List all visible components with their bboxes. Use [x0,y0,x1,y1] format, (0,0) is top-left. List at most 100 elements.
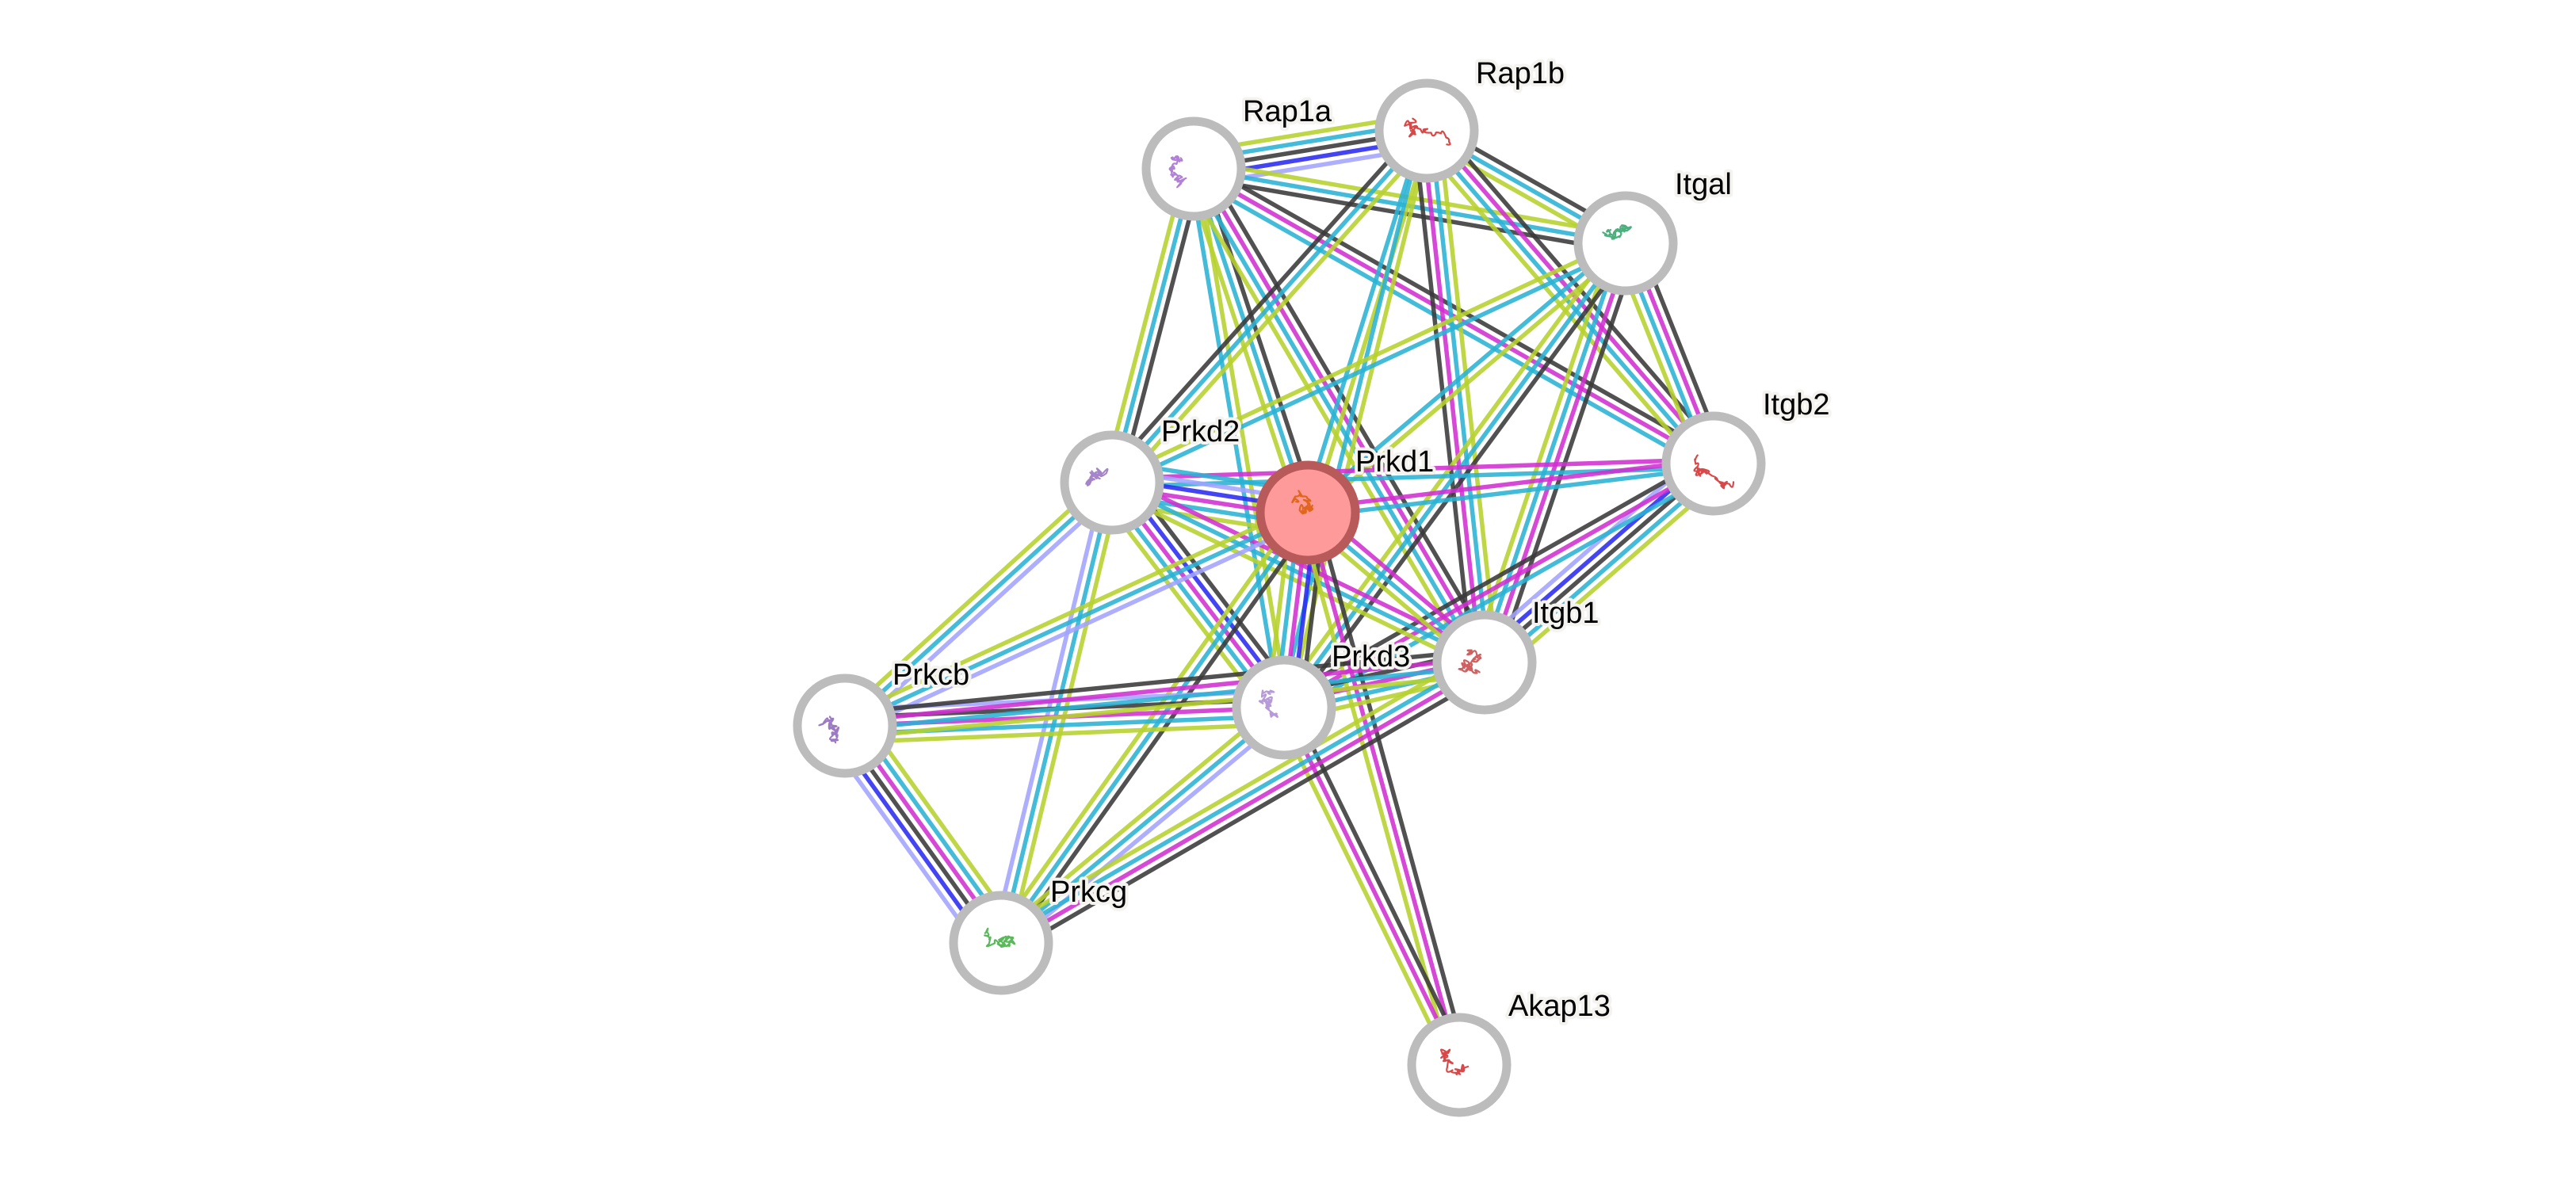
edge-evidence-experiments [1305,512,1462,1066]
protein-structure-icon [1258,689,1278,718]
node-label: Itgb2 [1763,388,1830,422]
edges-layer [826,112,1728,1070]
edge-evidence-coexpression [843,647,1484,716]
edge-evidence-textmining [1436,128,1500,662]
edge-evidence-database [1113,245,1629,489]
node-label: Prkd3 [1332,640,1410,674]
node-itgb2[interactable]: Itgb2 [1661,385,1833,516]
edge-evidence-database [1308,465,1714,519]
edge-evidence-coexpression [1202,161,1497,658]
protein-ribbon [818,716,840,744]
node-circle[interactable] [793,674,897,778]
protein-structure-icon [1458,649,1482,674]
edge-rap1a-prkd3[interactable] [1187,167,1290,709]
protein-structure-icon [1404,117,1451,146]
node-circle[interactable] [1573,191,1678,296]
edge-rap1a-prkd2[interactable] [1102,166,1204,486]
protein-ribbon [1168,155,1187,189]
edge-evidence-database [997,657,1484,941]
edge-evidence-database [1187,169,1282,709]
protein-ribbon [1602,224,1632,240]
node-circle[interactable] [1432,610,1537,715]
node-label: Rap1b [1476,57,1565,90]
node-circle-query[interactable] [1256,460,1360,565]
protein-ribbon [1258,689,1278,718]
edge-evidence-experiments [1002,664,1489,948]
edge-evidence-database [1110,129,1429,484]
edge-itgb1-prkcb[interactable] [843,647,1486,741]
protein-ribbon [1084,467,1109,487]
protein-ribbon [1439,1048,1470,1076]
node-prkd1[interactable]: Prkd1 [1256,442,1437,565]
edge-evidence-coexpression [1118,170,1204,486]
edge-evidence-textmining [993,649,1480,934]
protein-ribbon [1693,454,1735,490]
node-label: Prkcb [892,658,969,692]
edge-evidence-coexpression [1289,246,1634,714]
edge-evidence-textmining [994,699,1281,939]
edge-evidence-experiments [844,656,1485,724]
edge-evidence-textmining [1493,474,1726,677]
edge-itgb1-prkcg[interactable] [993,649,1492,956]
edge-evidence-coexpression [1006,671,1492,956]
edge-evidence-database [999,482,1114,944]
node-akap13[interactable]: Akap13 [1407,986,1614,1117]
protein-structure-icon [1084,467,1109,487]
edge-evidence-textmining [1195,167,1290,708]
edge-evidence-textmining [1181,174,1476,670]
edge-evidence-experiments [1307,457,1714,511]
node-circle[interactable] [1060,430,1164,535]
edge-itgal-prkd2[interactable] [1109,237,1629,489]
edge-evidence-experiments [1192,166,1715,466]
node-prkd2[interactable]: Prkd2 [1060,412,1243,535]
edge-evidence-coexpression [1006,516,1317,949]
node-label: Prkcg [1050,876,1127,909]
edge-evidence-database [999,705,1286,945]
edge-evidence-database [1303,238,1625,512]
edge-evidence-textmining [1309,131,1433,515]
node-label: Rap1a [1243,95,1332,128]
edge-rap1b-prkd1[interactable] [1301,128,1433,515]
node-rap1b[interactable]: Rap1b [1374,54,1568,183]
edge-evidence-database [845,664,1485,732]
edge-evidence-database [1110,168,1196,483]
protein-structure-icon [1291,490,1314,515]
node-circle[interactable] [1141,116,1246,221]
edge-evidence-textmining [846,672,1486,741]
edge-evidence-cooccurrence [847,518,1313,736]
node-label: Itgb1 [1532,597,1599,630]
node-circle[interactable] [949,891,1053,995]
node-rap1a[interactable]: Rap1a [1141,92,1336,221]
edge-evidence-coexpression [1494,246,1640,667]
node-circle[interactable] [1232,655,1336,760]
edge-evidence-textmining [1275,237,1621,704]
node-itgal[interactable]: Itgal [1573,165,1735,296]
edge-prkd1-prkcb[interactable] [840,502,1313,736]
edge-evidence-database [843,480,1114,728]
node-prkcg[interactable]: Prkcg [949,872,1130,995]
node-circle[interactable] [1407,1013,1512,1117]
edge-evidence-database [1110,480,1486,665]
nodes-layer: Rap1a Rap1b Itgal Itgb2 Prkd2 Prkd1 [793,54,1833,1117]
node-circle[interactable] [1661,411,1766,516]
edge-itgb2-prkd1[interactable] [1307,457,1714,519]
node-prkcb[interactable]: Prkcb [793,655,973,778]
protein-structure-icon [984,927,1016,948]
edge-evidence-textmining [1116,135,1435,490]
node-label: Akap13 [1508,990,1611,1023]
edge-evidence-coexpression [1289,703,1469,1063]
node-itgb1[interactable]: Itgb1 [1432,593,1603,715]
edge-rap1b-prkd2[interactable] [1104,124,1435,490]
edge-evidence-textmining [838,475,1108,722]
protein-structure-icon [1602,224,1632,240]
edge-evidence-database [1188,174,1711,473]
edge-evidence-coexpression [1412,132,1475,665]
edge-evidence-database [1301,128,1425,513]
protein-structure-icon [1439,1048,1470,1076]
edge-evidence-textmining [840,502,1305,720]
node-circle[interactable] [1374,78,1479,183]
protein-structure-icon [1693,454,1735,490]
node-label: Prkd2 [1161,415,1240,448]
node-prkd3[interactable]: Prkd3 [1232,637,1413,760]
